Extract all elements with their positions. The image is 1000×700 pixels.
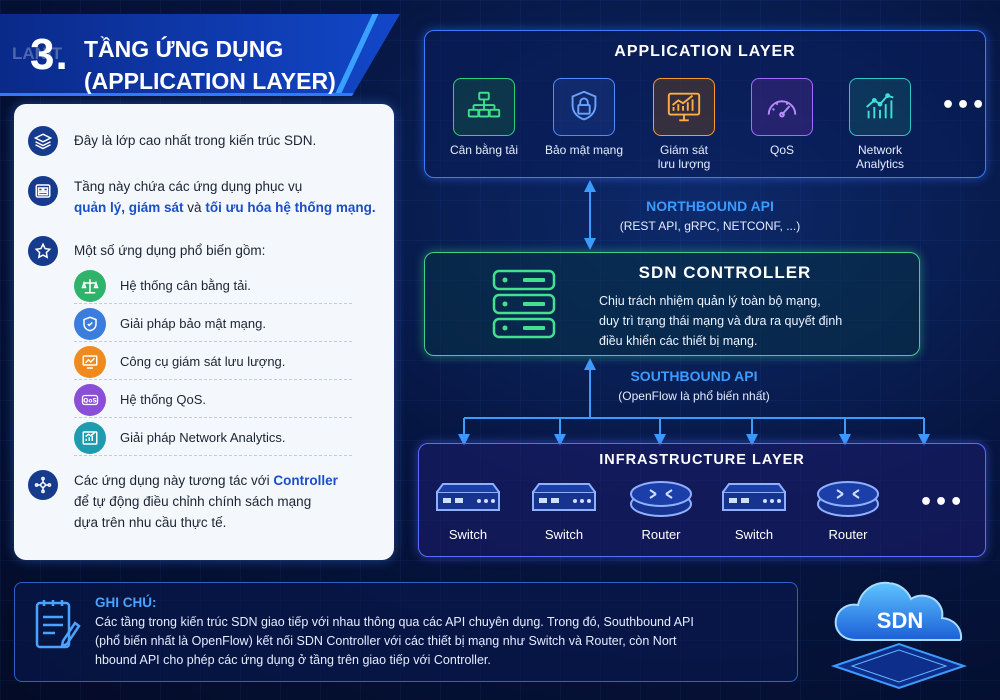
controller-title: SDN CONTROLLER bbox=[638, 263, 812, 282]
highlight-text: quản lý, giám sát bbox=[74, 200, 184, 215]
tile-label-line: Analytics bbox=[855, 157, 905, 171]
info-text-part: Tầng này chứa các ứng dụng phục vụ bbox=[74, 179, 303, 194]
info-text: Các ứng dụng này tương tác với Controlle… bbox=[74, 470, 338, 533]
info-text: Tầng này chứa các ứng dụng phục vụ quản … bbox=[74, 176, 376, 218]
infrastructure-layer: INFRASTRUCTURE LAYER Switch Switch Route… bbox=[418, 443, 986, 557]
router-icon bbox=[630, 481, 692, 517]
info-text: Đây là lớp cao nhất trong kiến trúc SDN. bbox=[74, 133, 317, 148]
analytics-icon bbox=[74, 421, 106, 454]
tile-label: QoS bbox=[769, 143, 794, 157]
device-label: Switch bbox=[734, 527, 774, 542]
notepad-pen-icon bbox=[35, 600, 81, 649]
info-text-part: Các ứng dụng này tương tác với bbox=[74, 473, 270, 488]
shield-icon bbox=[74, 307, 106, 340]
tile-label: Cân bằng tải bbox=[449, 143, 519, 157]
load-balance-icon bbox=[453, 78, 515, 136]
network-hub-icon bbox=[28, 470, 58, 500]
switch-icon bbox=[532, 483, 596, 511]
watermark-logo: LANIT bbox=[12, 44, 63, 63]
controller-desc-line: Chịu trách nhiệm quản lý toàn bộ mạng, bbox=[599, 294, 821, 308]
title-banner: LANIT 3. TẦNG ỨNG DỤNG (APPLICATION LAYE… bbox=[0, 14, 400, 96]
list-item: Giải pháp Network Analytics. bbox=[74, 420, 352, 456]
star-icon bbox=[28, 236, 58, 266]
southbound-api-title: SOUTHBOUND API bbox=[630, 368, 758, 384]
qos-icon: QoS bbox=[74, 383, 106, 416]
highlight-text: tối ưu hóa hệ thống mạng. bbox=[205, 200, 376, 215]
tile-label: Network Analytics bbox=[825, 143, 935, 171]
tile-label-line: Network bbox=[857, 143, 902, 157]
list-item: Công cụ giám sát lưu lượng. bbox=[74, 344, 352, 380]
info-row-controller: Các ứng dụng này tương tác với Controlle… bbox=[28, 470, 338, 533]
controller-description: Chịu trách nhiệm quản lý toàn bộ mạng, d… bbox=[599, 291, 909, 351]
tile-label: Giám sát lưu lượng bbox=[629, 143, 739, 171]
highlight-text: Controller bbox=[273, 473, 338, 488]
sdn-controller-layer: SDN CONTROLLER Chịu trách nhiệm quản lý … bbox=[424, 252, 920, 356]
application-layer: APPLICATION LAYER Cân bằng tải Bảo mật m… bbox=[424, 30, 986, 178]
switch-icon bbox=[722, 483, 786, 511]
device-label: Switch bbox=[448, 527, 488, 542]
list-item-label: Giải pháp Network Analytics. bbox=[120, 430, 286, 445]
sdn-badge-text: SDN bbox=[877, 608, 923, 633]
info-text-part: và bbox=[187, 200, 202, 215]
controller-desc-line: điều khiển các thiết bị mạng. bbox=[599, 334, 758, 348]
traffic-chart-icon bbox=[653, 78, 715, 136]
northbound-api-sub: (REST API, gRPC, NETCONF, ...) bbox=[619, 219, 801, 233]
info-text-part: dựa trên nhu cầu thực tế. bbox=[74, 515, 227, 530]
device-label: Switch bbox=[544, 527, 584, 542]
list-item-label: Công cụ giám sát lưu lượng. bbox=[120, 354, 286, 369]
list-item-label: Hệ thống QoS. bbox=[120, 392, 206, 407]
svg-text:QoS: QoS bbox=[83, 397, 97, 404]
device-label: Router bbox=[828, 527, 868, 542]
note-text: Các tầng trong kiến trúc SDN giao tiếp v… bbox=[95, 613, 785, 670]
gauge-icon bbox=[751, 78, 813, 136]
list-item: Hệ thống cân bằng tải. bbox=[74, 268, 352, 304]
balance-scale-icon bbox=[74, 269, 106, 302]
info-card: Đây là lớp cao nhất trong kiến trúc SDN.… bbox=[14, 104, 394, 560]
list-item-label: Giải pháp bảo mật mạng. bbox=[120, 316, 266, 331]
tile-label: Bảo mật mạng bbox=[544, 143, 624, 157]
tile-label-line: Giám sát bbox=[659, 143, 708, 157]
section-number: 3. bbox=[30, 30, 69, 79]
controller-desc-line: duy trì trạng thái mạng và đưa ra quyết … bbox=[599, 314, 843, 328]
note-text-line: hbound API cho phép các ứng dụng ở tầng … bbox=[95, 653, 491, 667]
southbound-api-sub: (OpenFlow là phổ biến nhất) bbox=[618, 389, 770, 403]
monitor-chart-icon bbox=[74, 345, 106, 378]
info-text-part: để tự động điều chỉnh chính sách mạng bbox=[74, 494, 312, 509]
layer-title: APPLICATION LAYER bbox=[614, 43, 796, 60]
note-text-line: (phổ biến nhất là OpenFlow) kết nối SDN … bbox=[95, 634, 677, 648]
list-item-label: Hệ thống cân bằng tải. bbox=[120, 278, 251, 293]
note-title: GHI CHÚ: bbox=[95, 595, 157, 610]
page-title: TẦNG ỨNG DỤNG bbox=[84, 36, 284, 62]
sdn-cloud-badge: SDN bbox=[830, 581, 968, 690]
note-box: GHI CHÚ: Các tầng trong kiến trúc SDN gi… bbox=[14, 582, 798, 682]
layers-icon bbox=[28, 126, 58, 156]
lock-shield-icon bbox=[553, 78, 615, 136]
page-subtitle: (APPLICATION LAYER) bbox=[84, 68, 336, 94]
dashboard-icon bbox=[28, 176, 58, 206]
analytics-icon bbox=[849, 78, 911, 136]
tile-label-line: lưu lượng bbox=[657, 157, 711, 171]
more-apps-dots: ••• bbox=[941, 93, 987, 118]
list-item: Giải pháp bảo mật mạng. bbox=[74, 306, 352, 342]
more-devices-dots: ••• bbox=[919, 490, 965, 515]
switch-icon bbox=[436, 483, 500, 511]
info-row-popular: Một số ứng dụng phổ biến gồm: bbox=[28, 236, 265, 266]
northbound-api-title: NORTHBOUND API bbox=[646, 198, 774, 214]
info-row-apps: Tầng này chứa các ứng dụng phục vụ quản … bbox=[28, 176, 376, 218]
list-item: QoS Hệ thống QoS. bbox=[74, 382, 352, 418]
layer-title: INFRASTRUCTURE LAYER bbox=[599, 452, 805, 468]
note-text-line: Các tầng trong kiến trúc SDN giao tiếp v… bbox=[95, 615, 694, 629]
info-text: Một số ứng dụng phổ biến gồm: bbox=[74, 243, 266, 258]
info-row-top-layer: Đây là lớp cao nhất trong kiến trúc SDN. bbox=[28, 126, 316, 156]
server-stack-icon bbox=[492, 269, 556, 339]
device-label: Router bbox=[641, 527, 681, 542]
router-icon bbox=[817, 481, 879, 517]
